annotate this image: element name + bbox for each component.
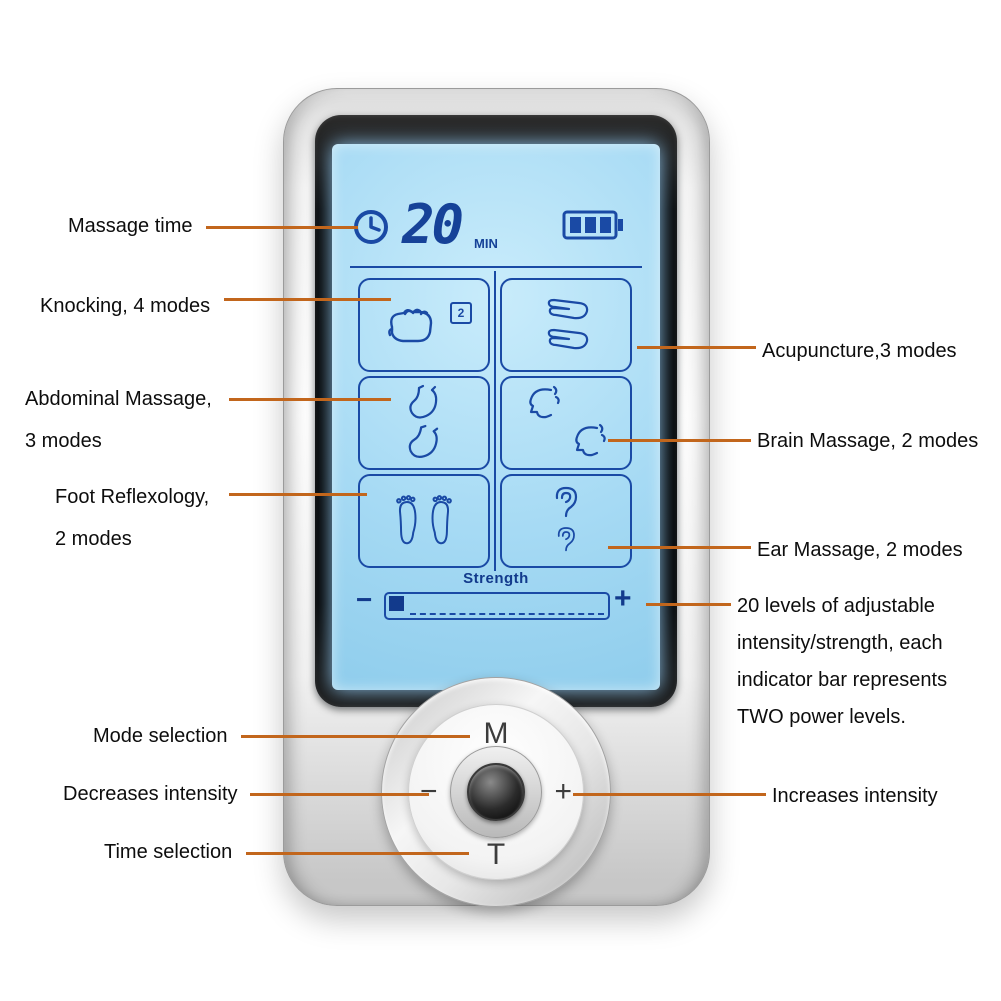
annotation-abdominal: Abdominal Massage, 3 modes: [25, 388, 212, 452]
annotation-line-knocking: [224, 298, 391, 301]
ear-icon: [557, 526, 575, 551]
annotation-line-brain-massage: [608, 439, 751, 442]
ear-icon: [555, 486, 578, 517]
massage-time-value: 20: [402, 193, 464, 256]
strength-bar-empty-segments: [410, 613, 604, 615]
time-button[interactable]: T: [486, 838, 506, 871]
annotation-line-abdominal: [229, 398, 391, 401]
screen-bezel: 20 MIN 2: [315, 115, 677, 707]
annotation-foot-reflexology: Foot Reflexology, 2 modes: [55, 486, 210, 550]
strength-minus-indicator: −: [356, 584, 373, 615]
mode-cell-knocking: 2: [358, 278, 490, 372]
mode-count-value: 2: [457, 306, 465, 320]
increase-intensity-button[interactable]: +: [554, 775, 572, 808]
stomach-icon: [408, 424, 439, 458]
annotation-intensity-levels: 20 levels of adjustable intensity/streng…: [737, 595, 948, 728]
annotation-line-decreases-intensity: [250, 793, 429, 796]
annotation-ear-massage: Ear Massage, 2 modes: [757, 539, 963, 561]
acupuncture-hand-icon: [547, 328, 589, 350]
annotation-line-mode-selection: [241, 735, 470, 738]
tens-massager-device: 20 MIN 2: [283, 88, 710, 907]
head-massage-icon: [529, 385, 560, 419]
mode-count-badge: 2: [450, 302, 472, 324]
lcd-screen: 20 MIN 2: [332, 144, 660, 690]
strength-bar-fill-segment: [389, 596, 404, 611]
decrease-intensity-button[interactable]: −: [420, 775, 438, 808]
annotation-decreases-intensity: Decreases intensity: [63, 783, 238, 805]
mode-cell-foot: [358, 474, 490, 568]
control-pad: M − + T: [381, 677, 611, 907]
strength-plus-indicator: +: [614, 582, 632, 615]
mode-cell-abdominal: [358, 376, 490, 470]
annotation-massage-time: Massage time: [68, 215, 193, 237]
annotation-line-acupuncture: [637, 346, 756, 349]
control-pad-button-ring: M − + T: [408, 704, 584, 880]
annotation-brain-massage: Brain Massage, 2 modes: [757, 430, 979, 452]
mode-button[interactable]: M: [483, 717, 509, 750]
strength-bar: [384, 592, 610, 620]
annotation-line-intensity-levels: [646, 603, 731, 606]
mode-cell-acupuncture: [500, 278, 632, 372]
foot-sole-icon: [396, 495, 417, 545]
foot-sole-icon: [431, 495, 452, 545]
mode-cell-brain: [500, 376, 632, 470]
annotation-time-selection: Time selection: [104, 841, 233, 863]
annotation-line-increases-intensity: [573, 793, 766, 796]
stomach-icon: [409, 384, 438, 419]
acupuncture-hand-icon: [547, 298, 589, 320]
annotation-line-foot-reflexology: [229, 493, 367, 496]
annotation-line-massage-time: [206, 226, 358, 229]
massage-time-unit: MIN: [474, 236, 498, 251]
annotation-knocking: Knocking, 4 modes: [40, 295, 211, 317]
head-massage-icon: [575, 423, 606, 457]
annotation-acupuncture: Acupuncture,3 modes: [762, 340, 957, 362]
strength-label: Strength: [463, 570, 529, 587]
annotation-increases-intensity: Increases intensity: [772, 785, 938, 807]
mode-grid-divider: [494, 271, 496, 571]
mode-cell-ear: [500, 474, 632, 568]
fist-knocking-icon: [388, 308, 433, 343]
annotation-line-ear-massage: [608, 546, 751, 549]
screen-divider-line: [350, 266, 642, 268]
battery-3-bars-icon: [562, 210, 623, 240]
annotation-line-time-selection: [246, 852, 469, 855]
annotation-mode-selection: Mode selection: [93, 725, 228, 747]
control-pad-center-knob: [467, 763, 525, 821]
